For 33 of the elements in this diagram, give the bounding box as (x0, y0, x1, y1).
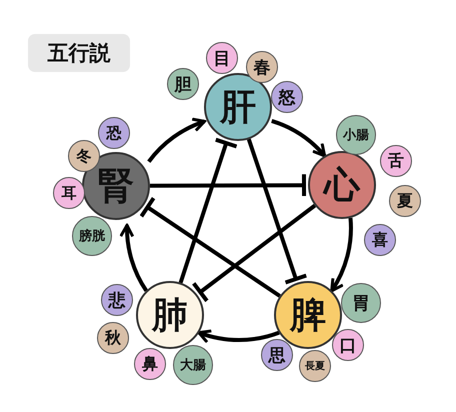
attribute-circle: 長夏 (299, 350, 331, 382)
arrow (197, 328, 280, 344)
attribute-circle: 喜 (364, 224, 396, 256)
attribute-circle: 秋 (97, 322, 129, 354)
attribute-circle: 口 (332, 329, 364, 361)
attribute-circle: 耳 (53, 177, 85, 209)
attribute-circle: 恐 (98, 117, 130, 149)
attribute-circle: 春 (246, 51, 278, 83)
arrow (271, 119, 326, 158)
attribute-circle: 冬 (68, 140, 100, 172)
attribute-circle: 鼻 (134, 348, 166, 380)
attribute-circle: 思 (261, 339, 293, 371)
attribute-circle: 悲 (101, 284, 133, 316)
element-circle: 肺 (136, 281, 204, 349)
attribute-circle: 胃 (341, 283, 381, 323)
inhibition-line (246, 138, 308, 284)
arrow (120, 224, 148, 292)
inhibition-line (178, 138, 239, 284)
attribute-circle: 小腸 (336, 115, 376, 155)
attribute-circle: 目 (206, 42, 238, 74)
attribute-circle: 夏 (389, 185, 421, 217)
element-circle: 心 (308, 151, 376, 219)
title: 五行説 (28, 34, 130, 72)
inhibition-line (139, 196, 281, 298)
attribute-circle: 胆 (167, 68, 199, 100)
inhibition-line (150, 172, 306, 198)
attribute-circle: 舌 (380, 145, 412, 177)
inhibition-line (192, 204, 316, 303)
arrow (147, 118, 206, 163)
arrow (330, 218, 353, 292)
attribute-circle: 膀胱 (72, 216, 112, 256)
attribute-circle: 怒 (271, 81, 303, 113)
attribute-circle: 大腸 (173, 345, 213, 385)
